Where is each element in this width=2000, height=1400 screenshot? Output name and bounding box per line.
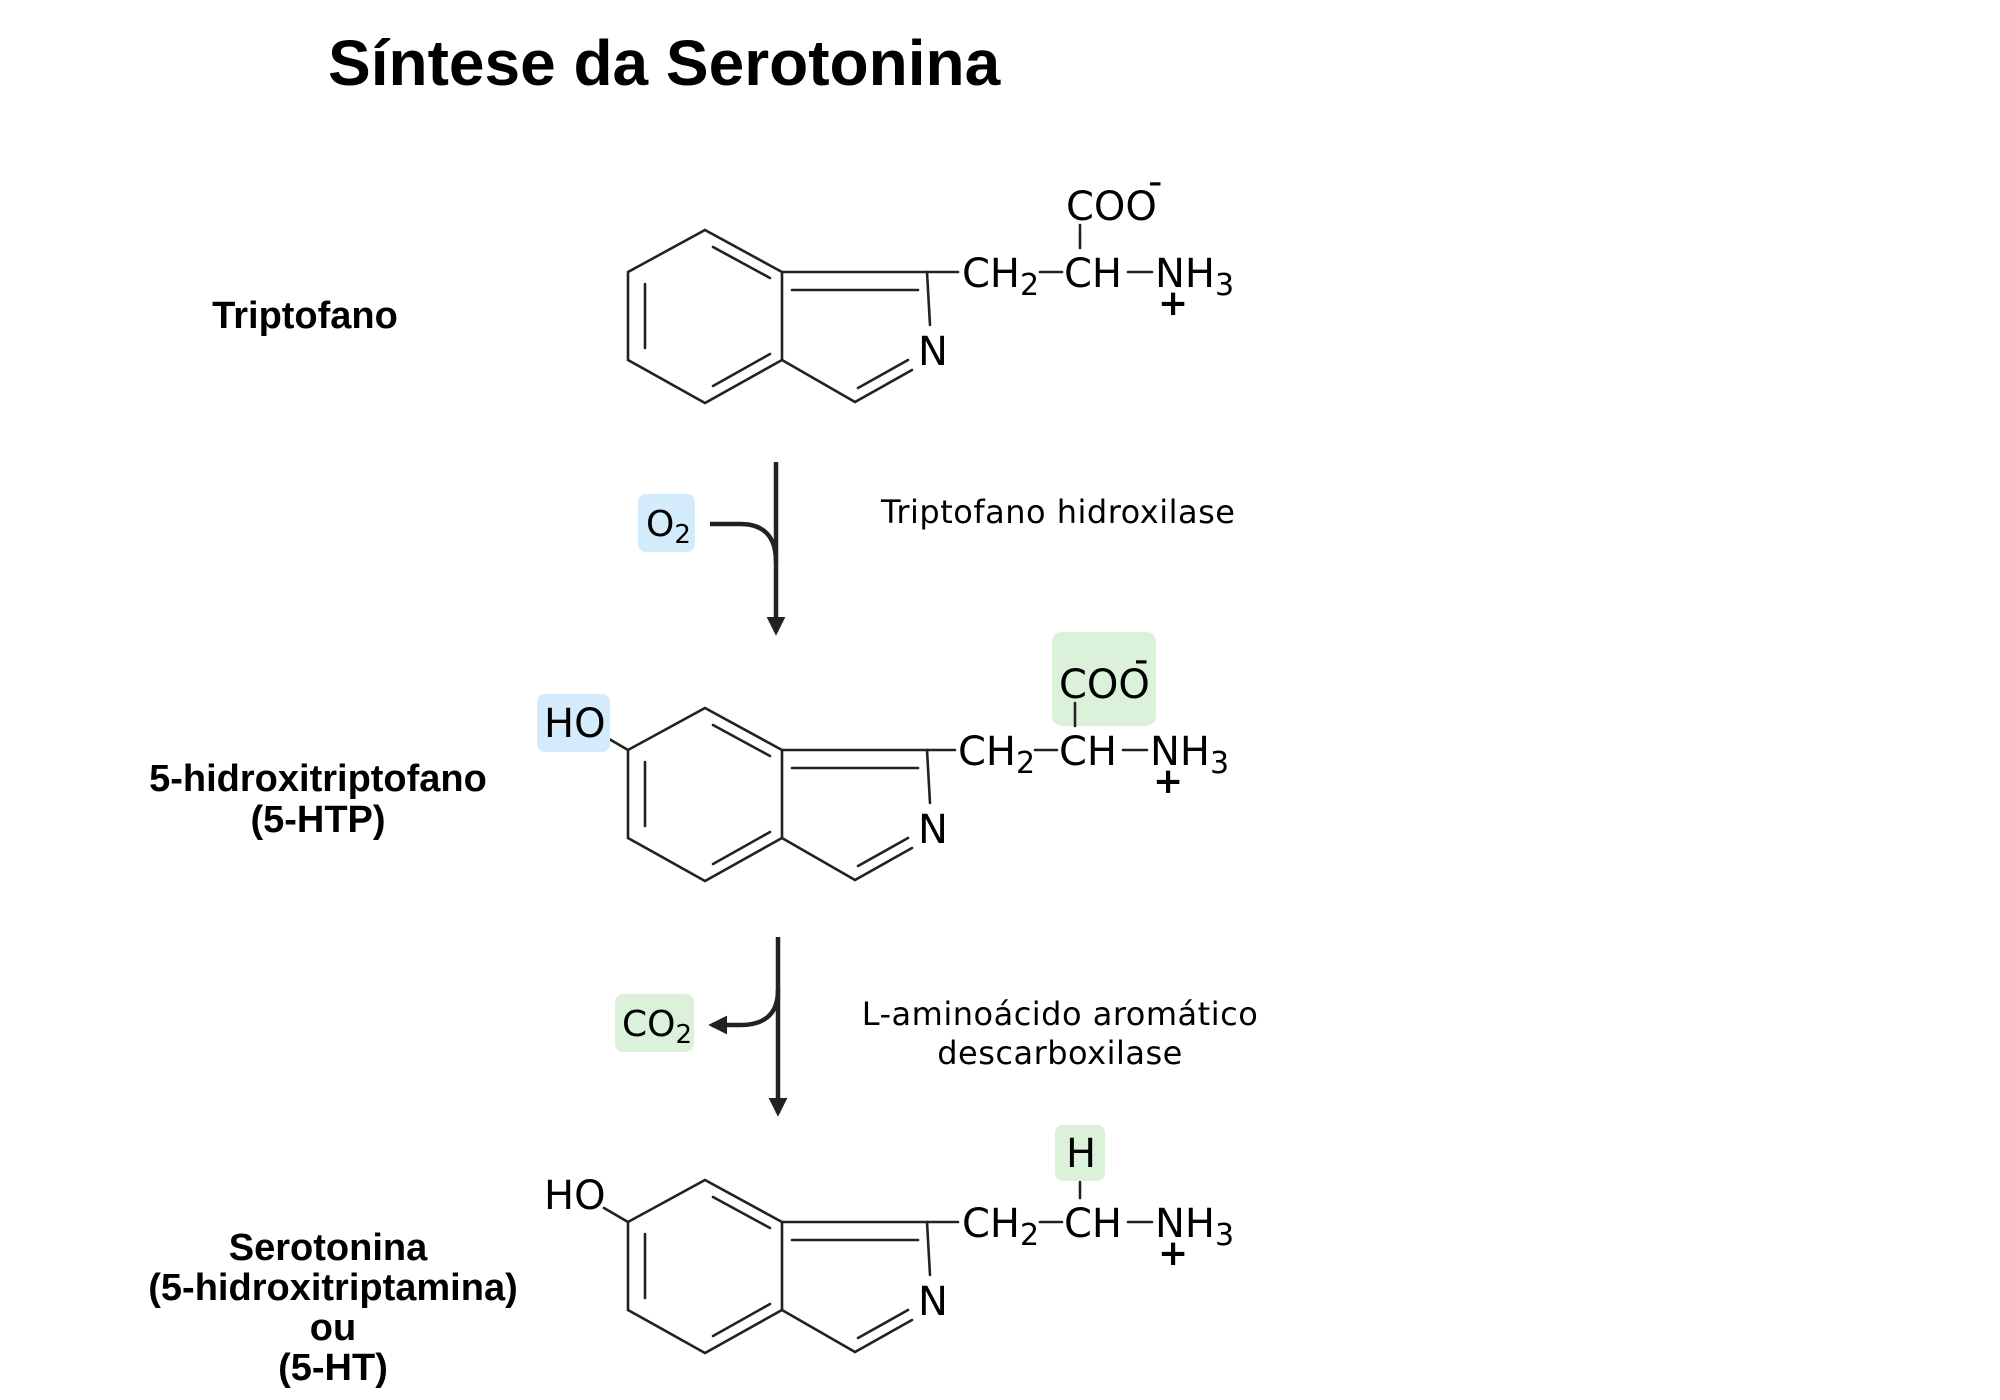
svg-text:O2: O2 [646,504,691,550]
chain-ch: CH [1059,729,1117,775]
ring-nitrogen: N [918,329,948,375]
chain-ch: CH [1064,251,1122,297]
chain-ch: CH [1064,1201,1122,1247]
reaction-step-1: O2 Triptofano hidroxilase [638,462,1235,636]
enzyme-label-line-1: L-aminoácido aromático [862,995,1259,1033]
cofactor-highlight [615,994,694,1052]
ammonium-charge: + [1158,283,1188,324]
hydroxyl-highlight [537,694,610,752]
compound-5-htp: 5-hidroxitriptofano (5-HTP) HO N CH2 CH … [149,632,1229,883]
ring-nitrogen: N [918,1279,948,1325]
cofactor-arrow-in [710,521,779,563]
carboxylate-group: COO [1059,662,1150,708]
cofactor-co2: CO [622,1004,675,1045]
carboxylate-group: COO [1066,184,1157,230]
ammonium-charge: + [1158,1233,1188,1274]
chain-ch2: CH [962,1201,1020,1247]
compound-name-line-4: (5-HT) [278,1347,388,1389]
svg-text:NH3: NH3 [1155,1201,1234,1253]
hydrogen-highlight [1055,1125,1105,1181]
carboxylate-charge: - [1134,637,1148,683]
indole-ring [626,228,932,405]
compound-name-line-1: Serotonina [229,1227,428,1269]
svg-text:CH2: CH2 [958,729,1035,781]
chain-nh3: NH [1150,729,1210,775]
indole-ring [602,706,932,883]
svg-text:CH2: CH2 [962,1201,1039,1253]
page-title: Síntese da Serotonina [328,27,1001,99]
svg-text:NH3: NH3 [1150,729,1229,781]
compound-serotonin: Serotonina (5-hidroxitriptamina) ou (5-H… [148,1125,1234,1389]
svg-text:CH2: CH2 [962,251,1039,303]
svg-text:CO2: CO2 [622,1004,692,1050]
hydroxyl-group: HO [544,1173,606,1219]
compound-name-line-2: (5-hidroxitriptamina) [148,1267,517,1309]
svg-text:NH3: NH3 [1155,251,1234,303]
ring-nitrogen: N [918,807,948,853]
hydroxyl-group: HO [544,701,606,747]
cofactor-highlight [638,494,695,552]
enzyme-label: Triptofano hidroxilase [880,493,1235,531]
carboxylate-highlight [1052,632,1156,726]
chain-nh3: NH [1155,251,1215,297]
cofactor-arrow-out [708,989,781,1035]
compound-name-line-3: ou [310,1307,356,1349]
carboxylate-charge: - [1148,159,1162,205]
hydrogen-atom: H [1066,1131,1096,1177]
cofactor-o2: O [646,504,674,545]
chain-ch2: CH [958,729,1016,775]
ammonium-charge: + [1153,761,1183,802]
compound-tryptophan: Triptofano N CH2 CH NH3 + COO - [212,159,1234,405]
compound-name-line-1: 5-hidroxitriptofano [149,758,487,800]
compound-name: Triptofano [212,295,398,337]
enzyme-label-line-2: descarboxilase [937,1034,1183,1072]
compound-name-line-2: (5-HTP) [250,799,385,841]
chain-ch2: CH [962,251,1020,297]
chain-nh3: NH [1155,1201,1215,1247]
reaction-step-2: CO2 L-aminoácido aromático descarboxilas… [615,937,1259,1117]
indole-ring [602,1178,932,1355]
